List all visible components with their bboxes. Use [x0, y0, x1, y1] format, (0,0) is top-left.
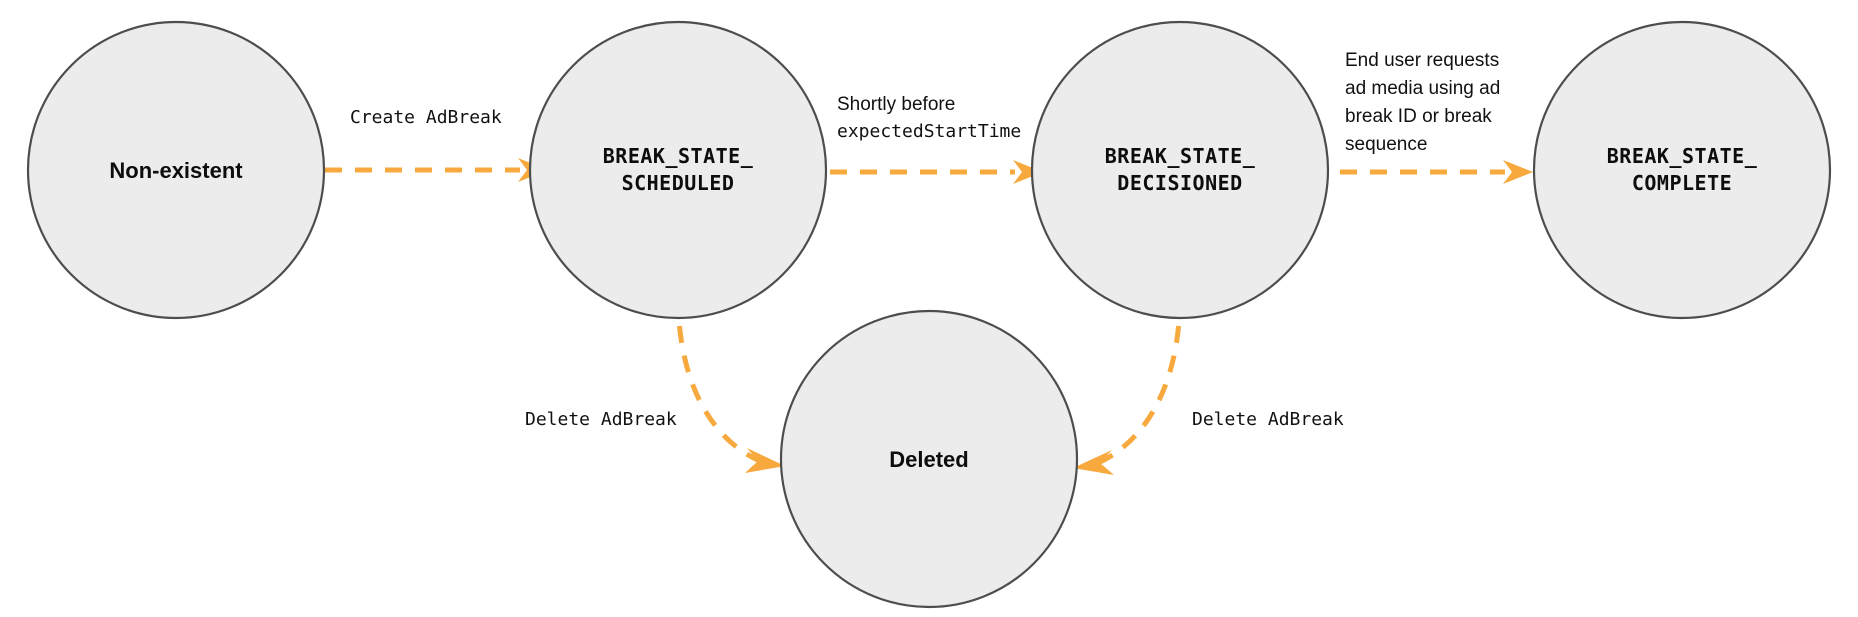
node-break-state-scheduled-label-line2: SCHEDULED — [622, 171, 735, 195]
edge-label-end-user-requests-line2: ad media using ad — [1345, 78, 1500, 99]
edge-end-user-requests-ad-media — [1340, 160, 1533, 184]
edge-delete-adbreak-from-decisioned — [1073, 295, 1183, 475]
node-deleted-shape[interactable] — [779, 309, 1079, 609]
node-break-state-complete[interactable]: BREAK_STATE_ COMPLETE — [1532, 20, 1832, 320]
node-break-state-scheduled-label-line1: BREAK_STATE_ — [603, 144, 754, 168]
edge-label-end-user-requests-line4: sequence — [1345, 134, 1427, 155]
edge-label-shortly-before-expected-start-time: Shortly before expectedStartTime — [837, 94, 1021, 142]
edge-label-shortly-before-line1: Shortly before — [837, 94, 955, 115]
edge-label-delete-from-decisioned-line1: Delete AdBreak — [1192, 409, 1344, 430]
edge-label-end-user-requests-ad-media: End user requests ad media using ad brea… — [1345, 50, 1500, 155]
edge-delete-from-decisioned-arrowhead — [1073, 450, 1114, 475]
edge-label-create-adbreak: Create AdBreak — [350, 107, 502, 128]
edge-label-delete-adbreak-from-scheduled: Delete AdBreak — [525, 409, 677, 430]
node-break-state-scheduled[interactable]: BREAK_STATE_ SCHEDULED — [528, 20, 828, 320]
edge-delete-from-decisioned-path — [1094, 295, 1183, 467]
edge-delete-adbreak-from-scheduled — [675, 295, 785, 473]
edge-label-end-user-requests-line3: break ID or break — [1345, 106, 1492, 127]
edge-label-delete-adbreak-from-decisioned: Delete AdBreak — [1192, 409, 1344, 430]
node-break-state-scheduled-shape[interactable] — [528, 20, 828, 320]
node-deleted[interactable]: Deleted — [779, 309, 1079, 609]
edge-delete-from-scheduled-arrowhead — [745, 448, 785, 473]
node-break-state-complete-label-line2: COMPLETE — [1632, 171, 1732, 195]
edge-end-user-requests-arrowhead — [1503, 160, 1533, 184]
node-break-state-complete-label-line1: BREAK_STATE_ — [1607, 144, 1758, 168]
edge-delete-from-scheduled-path — [675, 295, 763, 465]
node-break-state-decisioned-label-line2: DECISIONED — [1117, 171, 1242, 195]
edge-label-end-user-requests-line1: End user requests — [1345, 50, 1499, 71]
edge-shortly-before-expected-start-time — [830, 160, 1043, 184]
edge-label-delete-from-scheduled-line1: Delete AdBreak — [525, 409, 677, 430]
node-break-state-decisioned-shape[interactable] — [1030, 20, 1330, 320]
node-break-state-decisioned-label-line1: BREAK_STATE_ — [1105, 144, 1256, 168]
edge-create-adbreak — [325, 158, 548, 182]
node-non-existent[interactable]: Non-existent — [26, 20, 326, 320]
edge-shortly-before-arrowhead — [1013, 160, 1043, 184]
node-non-existent-shape[interactable] — [26, 20, 326, 320]
node-non-existent-label: Non-existent — [109, 158, 243, 183]
node-break-state-complete-shape[interactable] — [1532, 20, 1832, 320]
edge-label-shortly-before-line2: expectedStartTime — [837, 121, 1021, 142]
edge-label-create-adbreak-line1: Create AdBreak — [350, 107, 502, 128]
node-deleted-label: Deleted — [889, 447, 968, 472]
node-break-state-decisioned[interactable]: BREAK_STATE_ DECISIONED — [1030, 20, 1330, 320]
